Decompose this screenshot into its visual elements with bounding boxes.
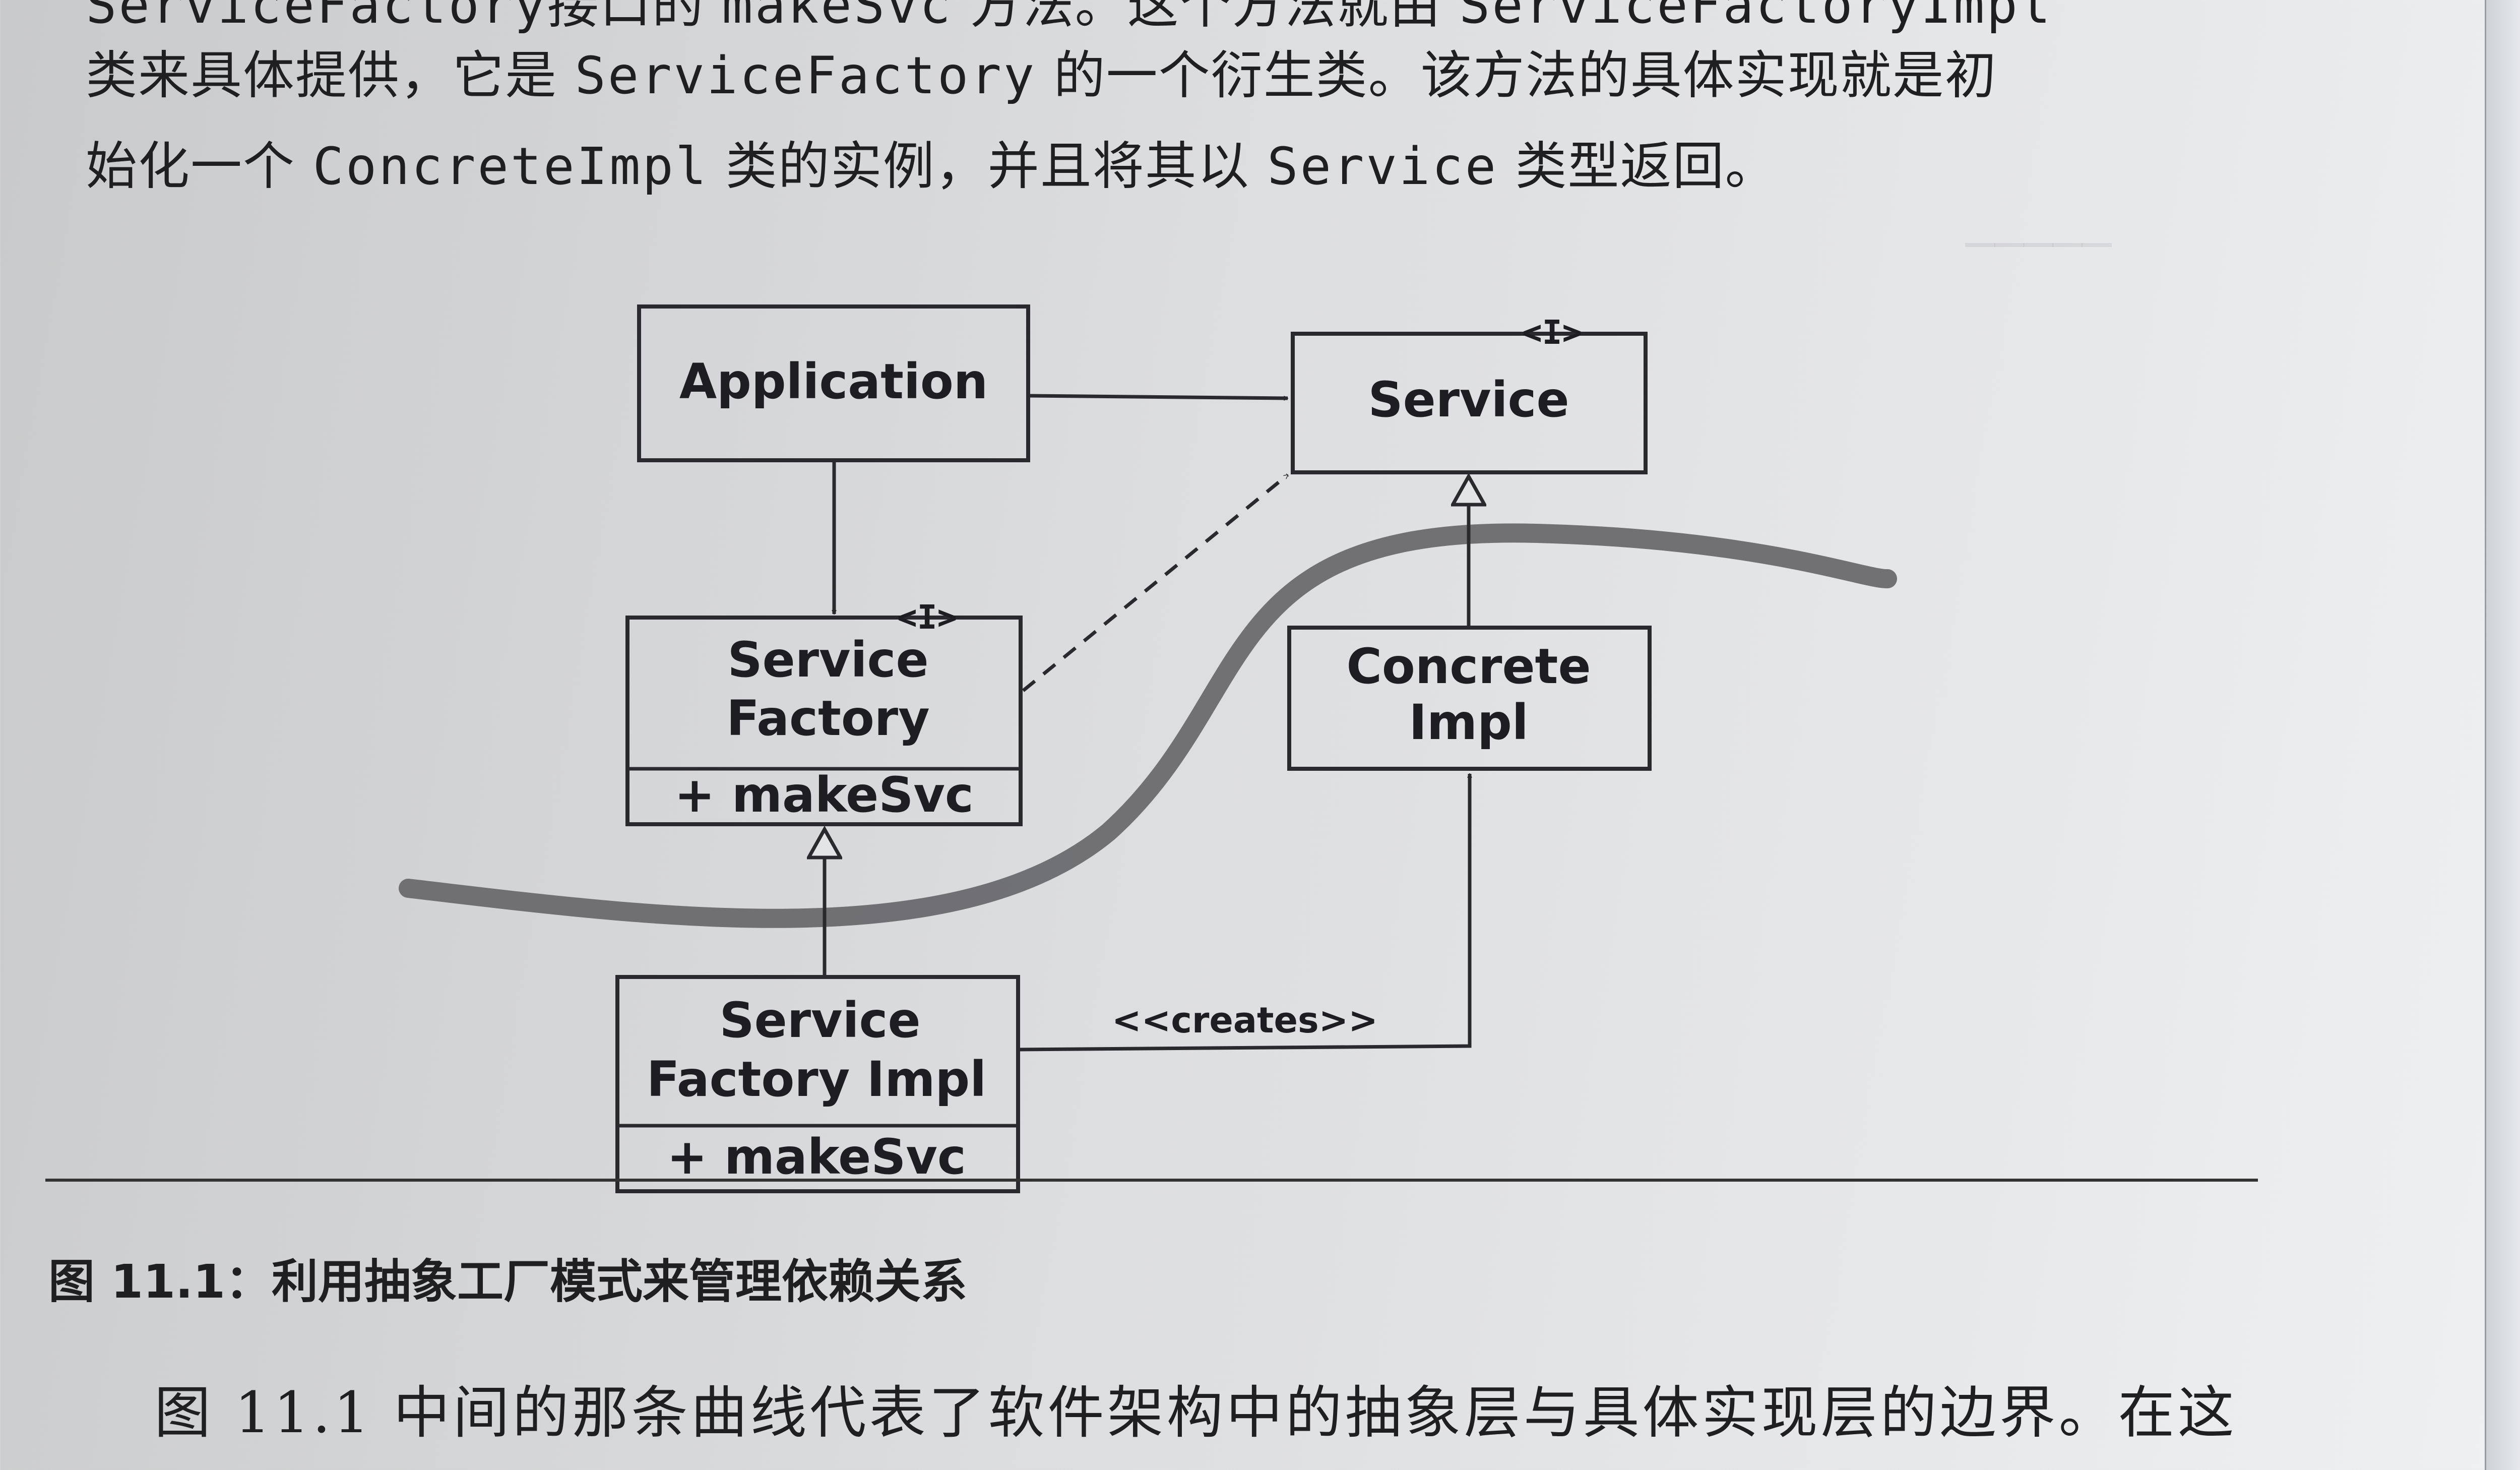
body-text-line: 图 11.1 中间的那条曲线代表了软件架构中的抽象层与具体实现层的边界。在这 [154, 1380, 2237, 1446]
service-label: Service [1368, 372, 1569, 428]
adjacent-page-edge [2485, 0, 2520, 1470]
arrow-application-to-service [1028, 394, 1288, 398]
service-factory-label-line2: Factory [726, 690, 929, 747]
paragraph-line-3: 始化一个 ConcreteImpl 类的实例，并且将其以 Service 类型返… [86, 137, 1778, 197]
architecture-boundary-curve [399, 523, 1897, 928]
service-box [1291, 332, 1648, 474]
service-factory-impl-method: + makeSvc [667, 1129, 966, 1185]
service-factory-label-line1: Service [727, 632, 928, 688]
creates-arrow-factory-impl-to-concrete-impl [1018, 774, 1470, 1052]
service-factory-impl-box [615, 975, 1020, 1193]
service-factory-impl-label-line2: Factory Impl [647, 1051, 986, 1108]
service-stereotype: <I> [1522, 313, 1582, 352]
service-factory-impl-label-line1: Service [719, 992, 920, 1049]
figure-rule [45, 1179, 2258, 1182]
bleed-through-text: ───── [1966, 217, 2111, 273]
paragraph-line-2: 类来具体提供，它是 ServiceFactory 的一个衍生类。该方法的具体实现… [86, 46, 1997, 106]
service-factory-box [625, 616, 1023, 826]
creates-label: <<creates>> [1112, 1000, 1378, 1041]
service-factory-method: + makeSvc [674, 767, 974, 823]
application-label: Application [679, 353, 988, 410]
service-factory-stereotype: <I> [897, 598, 957, 637]
concrete-impl-label-line2: Impl [1409, 694, 1528, 751]
concrete-impl-label-line1: Concrete [1346, 638, 1591, 695]
figure-caption: 图 11.1：利用抽象工厂模式来管理依赖关系 [48, 1255, 968, 1309]
dashed-arrow-service-factory-to-service [1022, 473, 1289, 692]
paragraph-line-1: ServiceFactory接口的 makeSvc 方法。这个方法就由 Serv… [86, 0, 2053, 35]
